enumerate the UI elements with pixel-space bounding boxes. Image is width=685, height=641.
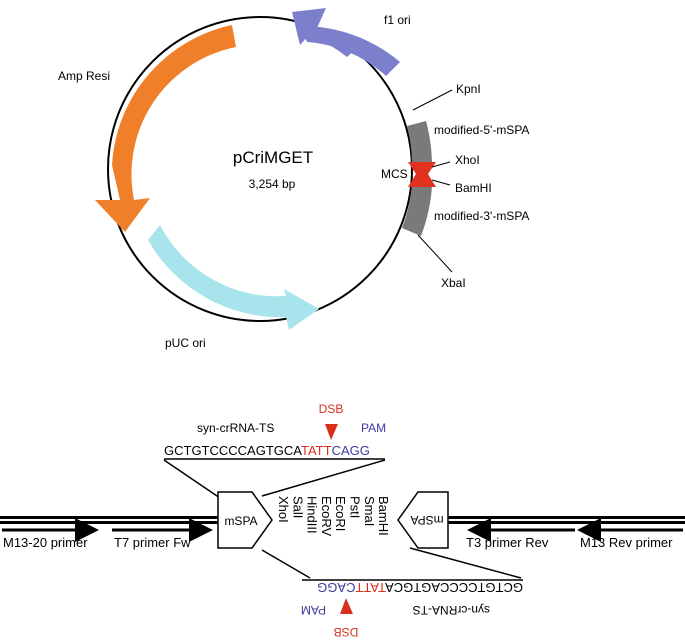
m13-rev-primer-label: M13 Rev primer: [580, 535, 673, 550]
linear-backbone-left-bottom: [0, 521, 220, 524]
enzyme-label-hindiii: HindIII: [305, 496, 320, 534]
modified-5-mspa-label: modified-5'-mSPA: [434, 123, 529, 137]
mcs-label: MCS: [381, 167, 408, 181]
bottom-seq-part3: CAGG: [317, 580, 355, 595]
top-sequence: GCTGTCCCCAGTGCATATTCAGG: [164, 443, 370, 458]
bottom-seq-part1: GCTGTCCCCAGTGCA: [385, 580, 523, 595]
linear-backbone-right-top: [445, 516, 685, 519]
linear-backbone-right-bottom: [445, 521, 685, 524]
top-crrna-label: syn-crRNA-TS: [197, 421, 274, 435]
xhoi-label: XhoI: [455, 153, 480, 167]
top-dsb-label: DSB: [319, 402, 344, 416]
top-dsb-arrow: [325, 424, 338, 440]
enzyme-label-xhoi: XhoI: [276, 496, 291, 523]
plasmid-name: pCriMGET: [233, 148, 313, 167]
bamhi-leader: [431, 179, 451, 186]
m13-20-primer-label: M13-20 primer: [3, 535, 88, 550]
top-expansion-right: [261, 459, 386, 497]
top-pam-label: PAM: [361, 421, 386, 435]
puc-ori-label: pUC ori: [165, 336, 206, 350]
bottom-sequence: GCTGTCCCCAGTGCATATTCAGG: [317, 580, 523, 595]
modified-5-mspa-block: [407, 121, 432, 163]
enzyme-label-smai: SmaI: [362, 496, 377, 526]
xhoi-leader: [431, 161, 451, 168]
xbai-leader: [417, 234, 453, 273]
top-seq-part3: CAGG: [332, 443, 370, 458]
amp-resi-arrow: [95, 25, 236, 232]
modified-3-mspa-block: [402, 185, 432, 236]
linear-backbone-left-top: [0, 516, 220, 519]
t7-primer-label: T7 primer Fw: [114, 535, 191, 550]
mcs-marker: [408, 162, 436, 187]
bottom-expansion-right: [409, 547, 522, 579]
mspa-left-box: [217, 491, 273, 549]
kpni-leader: [412, 89, 453, 111]
t3-primer-label: T3 primer Rev: [466, 535, 549, 550]
xbai-label: XbaI: [441, 276, 466, 290]
bottom-seq-part2: TATT: [355, 580, 386, 595]
bottom-pam-label: PAM: [301, 603, 326, 617]
mspa-right-box: [397, 491, 449, 549]
bottom-expansion-left: [261, 549, 311, 579]
enzyme-label-ecorv: EcoRV: [319, 496, 334, 537]
bottom-dsb-label: DSB: [334, 625, 359, 639]
bamhi-label: BamHI: [455, 181, 492, 195]
bottom-sequence-group: GCTGTCCCCAGTGCATATTCAGG: [317, 580, 523, 595]
top-seq-part1: GCTGTCCCCAGTGCA: [164, 443, 302, 458]
mspa-right-label: mSPA: [410, 513, 443, 527]
plasmid-size: 3,254 bp: [249, 177, 296, 191]
enzyme-label-psti: PstI: [348, 496, 363, 518]
enzyme-label-bamhi: BamHI: [376, 496, 391, 536]
kpni-label: KpnI: [456, 82, 481, 96]
amp-resi-label: Amp Resi: [58, 69, 110, 83]
mspa-left-label: mSPA: [224, 514, 257, 528]
puc-ori-arrow: [148, 225, 319, 330]
plasmid-backbone: [107, 16, 413, 322]
bottom-dsb-arrow: [340, 598, 353, 614]
f1-ori-label: f1 ori: [384, 13, 411, 27]
f1-ori-body: [300, 25, 400, 76]
top-expansion-left: [163, 459, 221, 499]
enzyme-label-ecori: EcoRI: [333, 496, 348, 531]
bottom-crrna-label: syn-crRNA-TS: [413, 603, 490, 617]
enzyme-label-sali: SalI: [290, 496, 305, 518]
top-seq-part2: TATT: [301, 443, 332, 458]
modified-3-mspa-label: modified-3'-mSPA: [434, 209, 529, 223]
